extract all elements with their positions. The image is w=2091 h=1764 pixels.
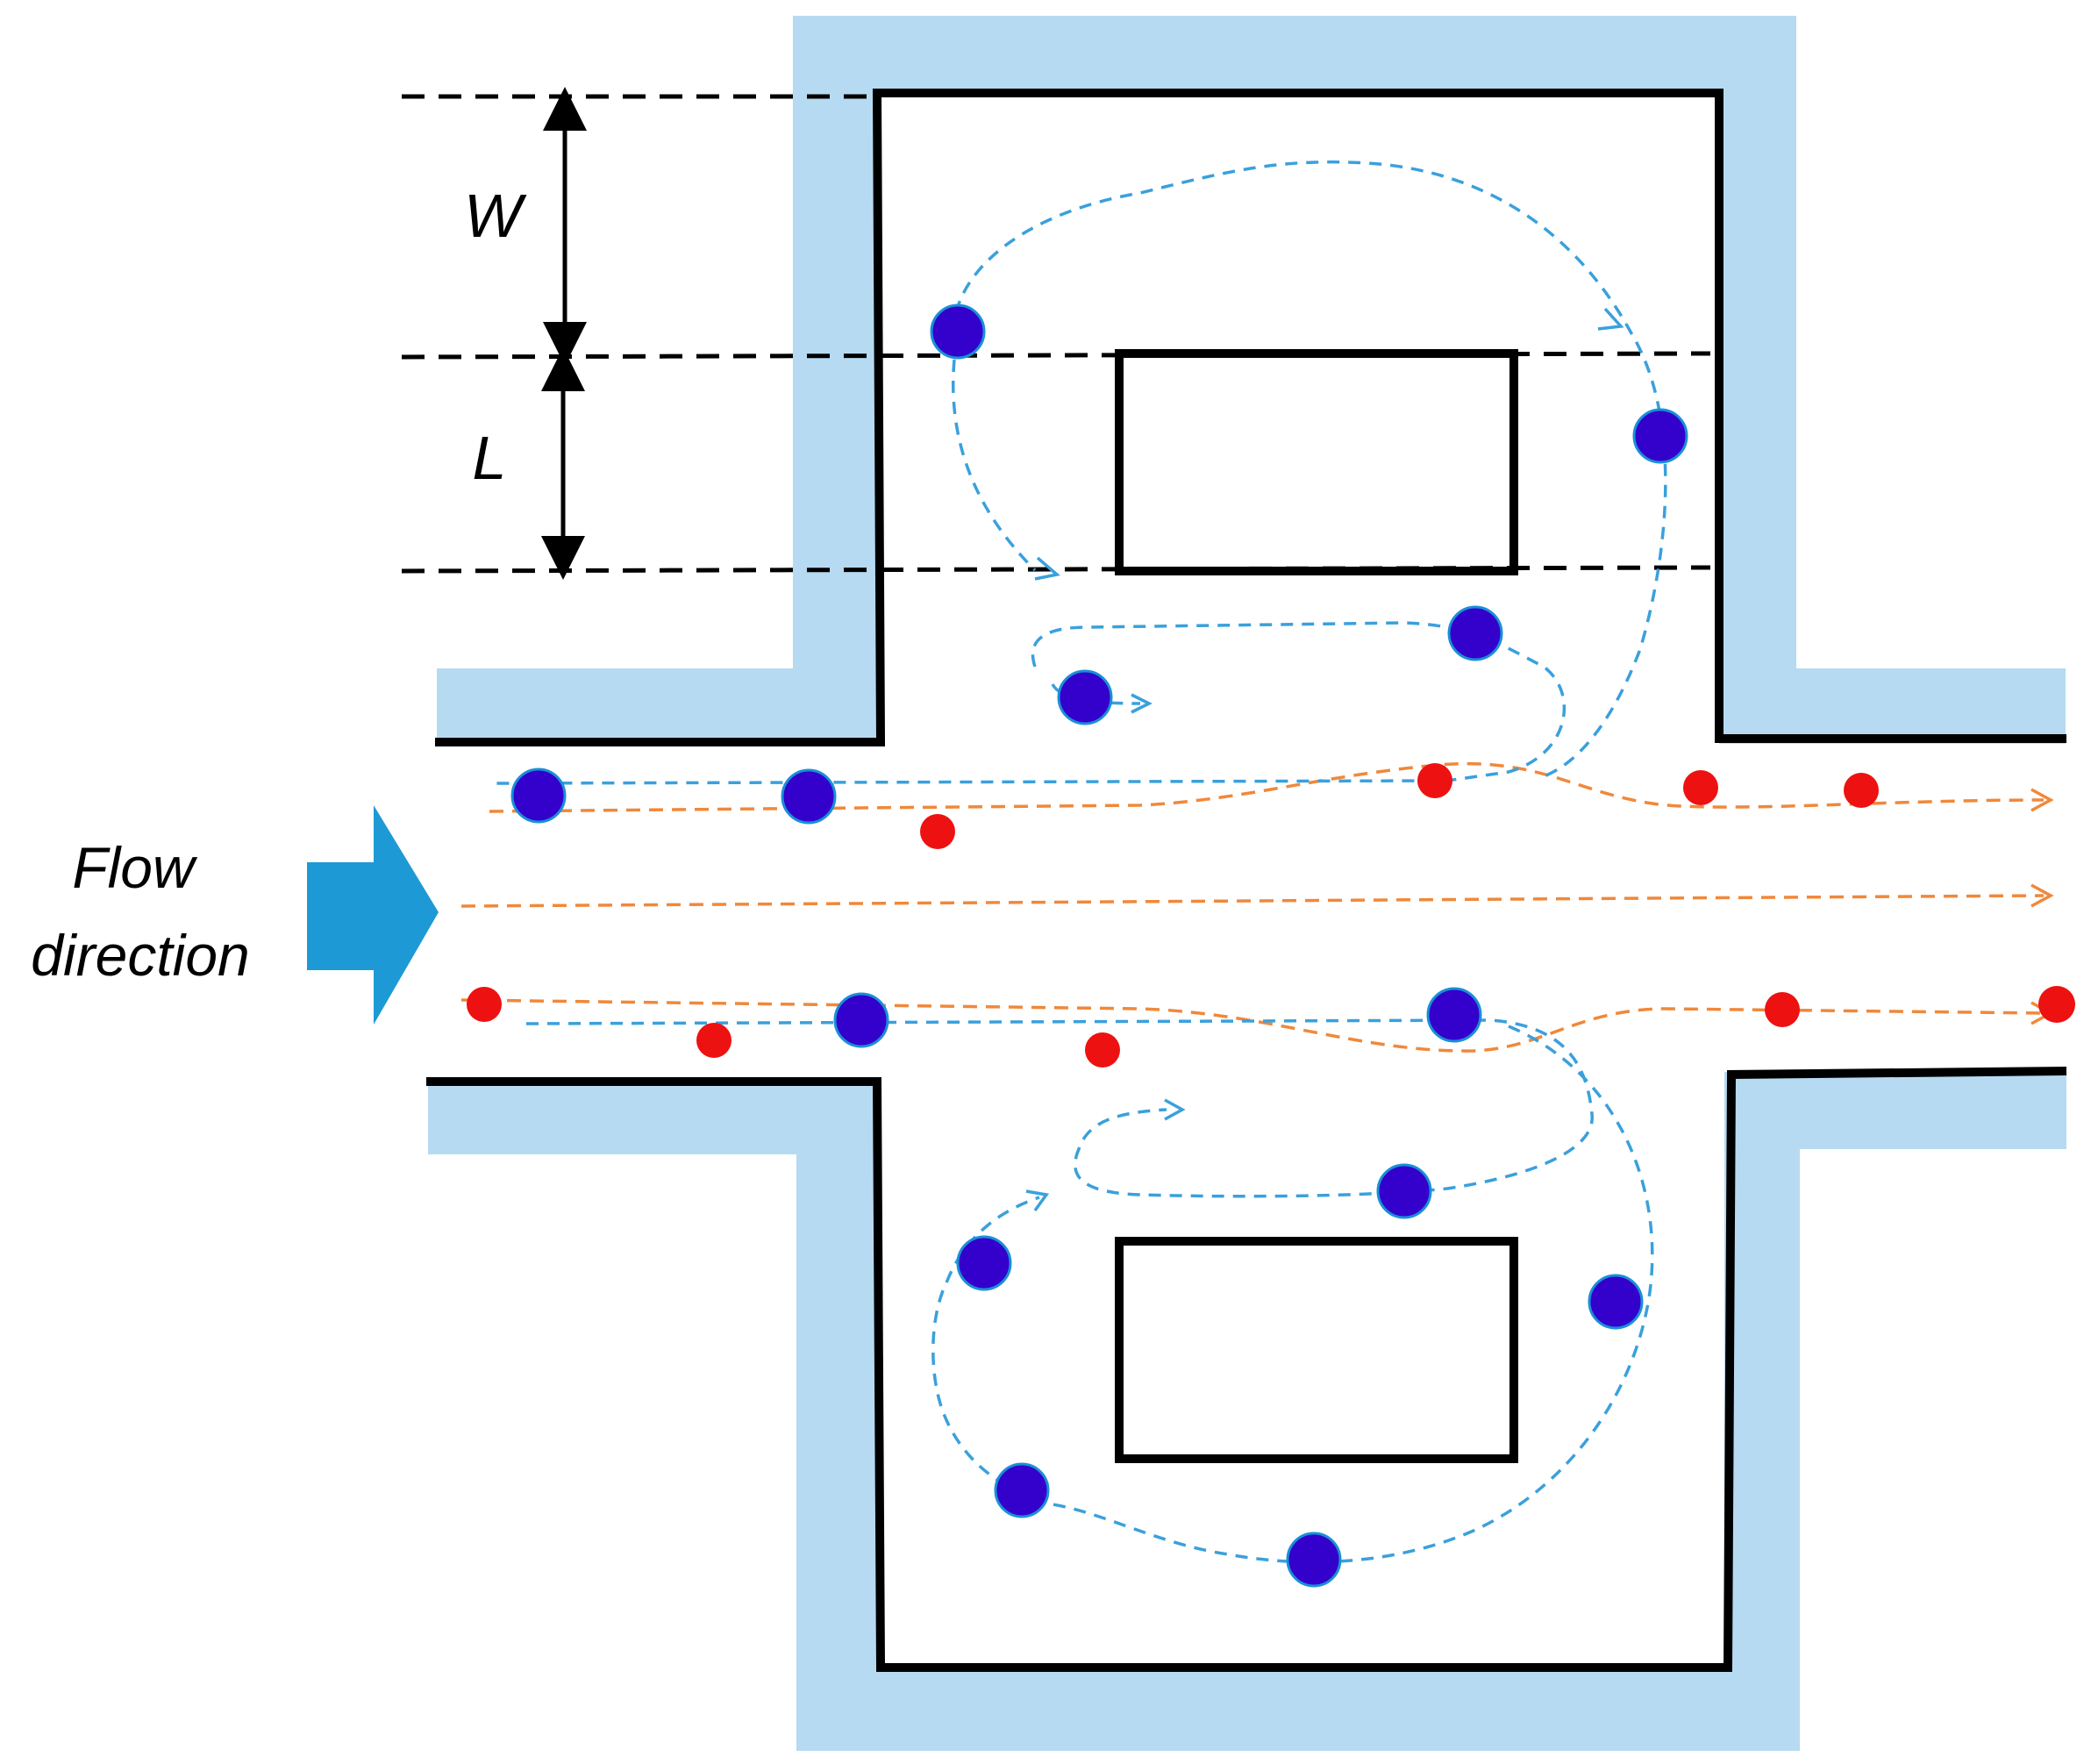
small-particle bbox=[1765, 992, 1800, 1027]
small-particle bbox=[696, 1023, 731, 1058]
small-path-arrowhead-upper bbox=[2030, 788, 2054, 812]
bottom-wall-band bbox=[428, 1072, 2066, 1751]
bottom-chamber-outline bbox=[426, 1067, 2067, 1672]
large-particle bbox=[930, 304, 986, 360]
small-particle-paths bbox=[460, 761, 2045, 1053]
l-label: L bbox=[473, 424, 507, 492]
large-particle bbox=[833, 992, 889, 1048]
bottom-inner-rectangle bbox=[1115, 1237, 1518, 1463]
small-particle-path-upper bbox=[489, 761, 2045, 813]
top-wall-band bbox=[437, 16, 2066, 744]
small-particle bbox=[1844, 773, 1879, 808]
large-path-top-vortex-outer bbox=[951, 160, 1667, 778]
top-inner-rectangle bbox=[1115, 349, 1518, 575]
large-path-bottom-vortex-outer bbox=[931, 1025, 1654, 1564]
large-path-bottom-upper bbox=[525, 1018, 1594, 1198]
flow-label-line1: Flow bbox=[72, 835, 198, 900]
small-particle bbox=[2038, 986, 2075, 1023]
flow-label-line2: direction bbox=[31, 923, 249, 988]
small-particles bbox=[467, 763, 2075, 1068]
large-particle bbox=[994, 1462, 1050, 1518]
small-particle bbox=[1683, 770, 1718, 805]
top-chamber-outline bbox=[435, 89, 2066, 746]
large-path-top-inner bbox=[952, 359, 1037, 572]
large-particle bbox=[781, 768, 837, 825]
w-label: W bbox=[464, 182, 527, 250]
small-particle bbox=[467, 987, 502, 1022]
large-particles bbox=[510, 304, 1688, 1588]
large-path-arrowhead-1 bbox=[1034, 556, 1060, 581]
small-particle-path-center bbox=[460, 894, 2045, 908]
large-path-arrowhead-5 bbox=[1025, 1189, 1050, 1212]
large-particle-path-arrowheads bbox=[1025, 307, 1624, 1212]
small-path-arrowhead-center bbox=[2030, 883, 2054, 908]
large-particle bbox=[1588, 1274, 1644, 1330]
large-path-top-short bbox=[1051, 683, 1141, 705]
large-path-arrowhead-3 bbox=[1597, 307, 1624, 331]
large-particle-paths bbox=[490, 160, 1667, 1564]
large-particle bbox=[1632, 408, 1688, 464]
flow-direction-arrow bbox=[307, 805, 439, 1025]
small-particle bbox=[1417, 763, 1452, 798]
large-path-arrowhead-4 bbox=[1164, 1098, 1186, 1121]
large-particle bbox=[1426, 987, 1482, 1043]
large-path-top-loop bbox=[490, 621, 1566, 785]
small-particle bbox=[1085, 1032, 1120, 1068]
large-particle bbox=[956, 1235, 1012, 1291]
large-particle bbox=[1447, 605, 1503, 661]
small-particle-path-lower bbox=[460, 998, 2045, 1053]
large-particle bbox=[1376, 1163, 1432, 1219]
large-particle bbox=[1286, 1532, 1342, 1588]
large-particle bbox=[510, 768, 567, 824]
large-particle bbox=[1057, 669, 1113, 725]
small-particle bbox=[920, 814, 955, 849]
dimension-lines bbox=[401, 94, 1711, 574]
large-path-arrowhead-2 bbox=[1131, 693, 1153, 714]
